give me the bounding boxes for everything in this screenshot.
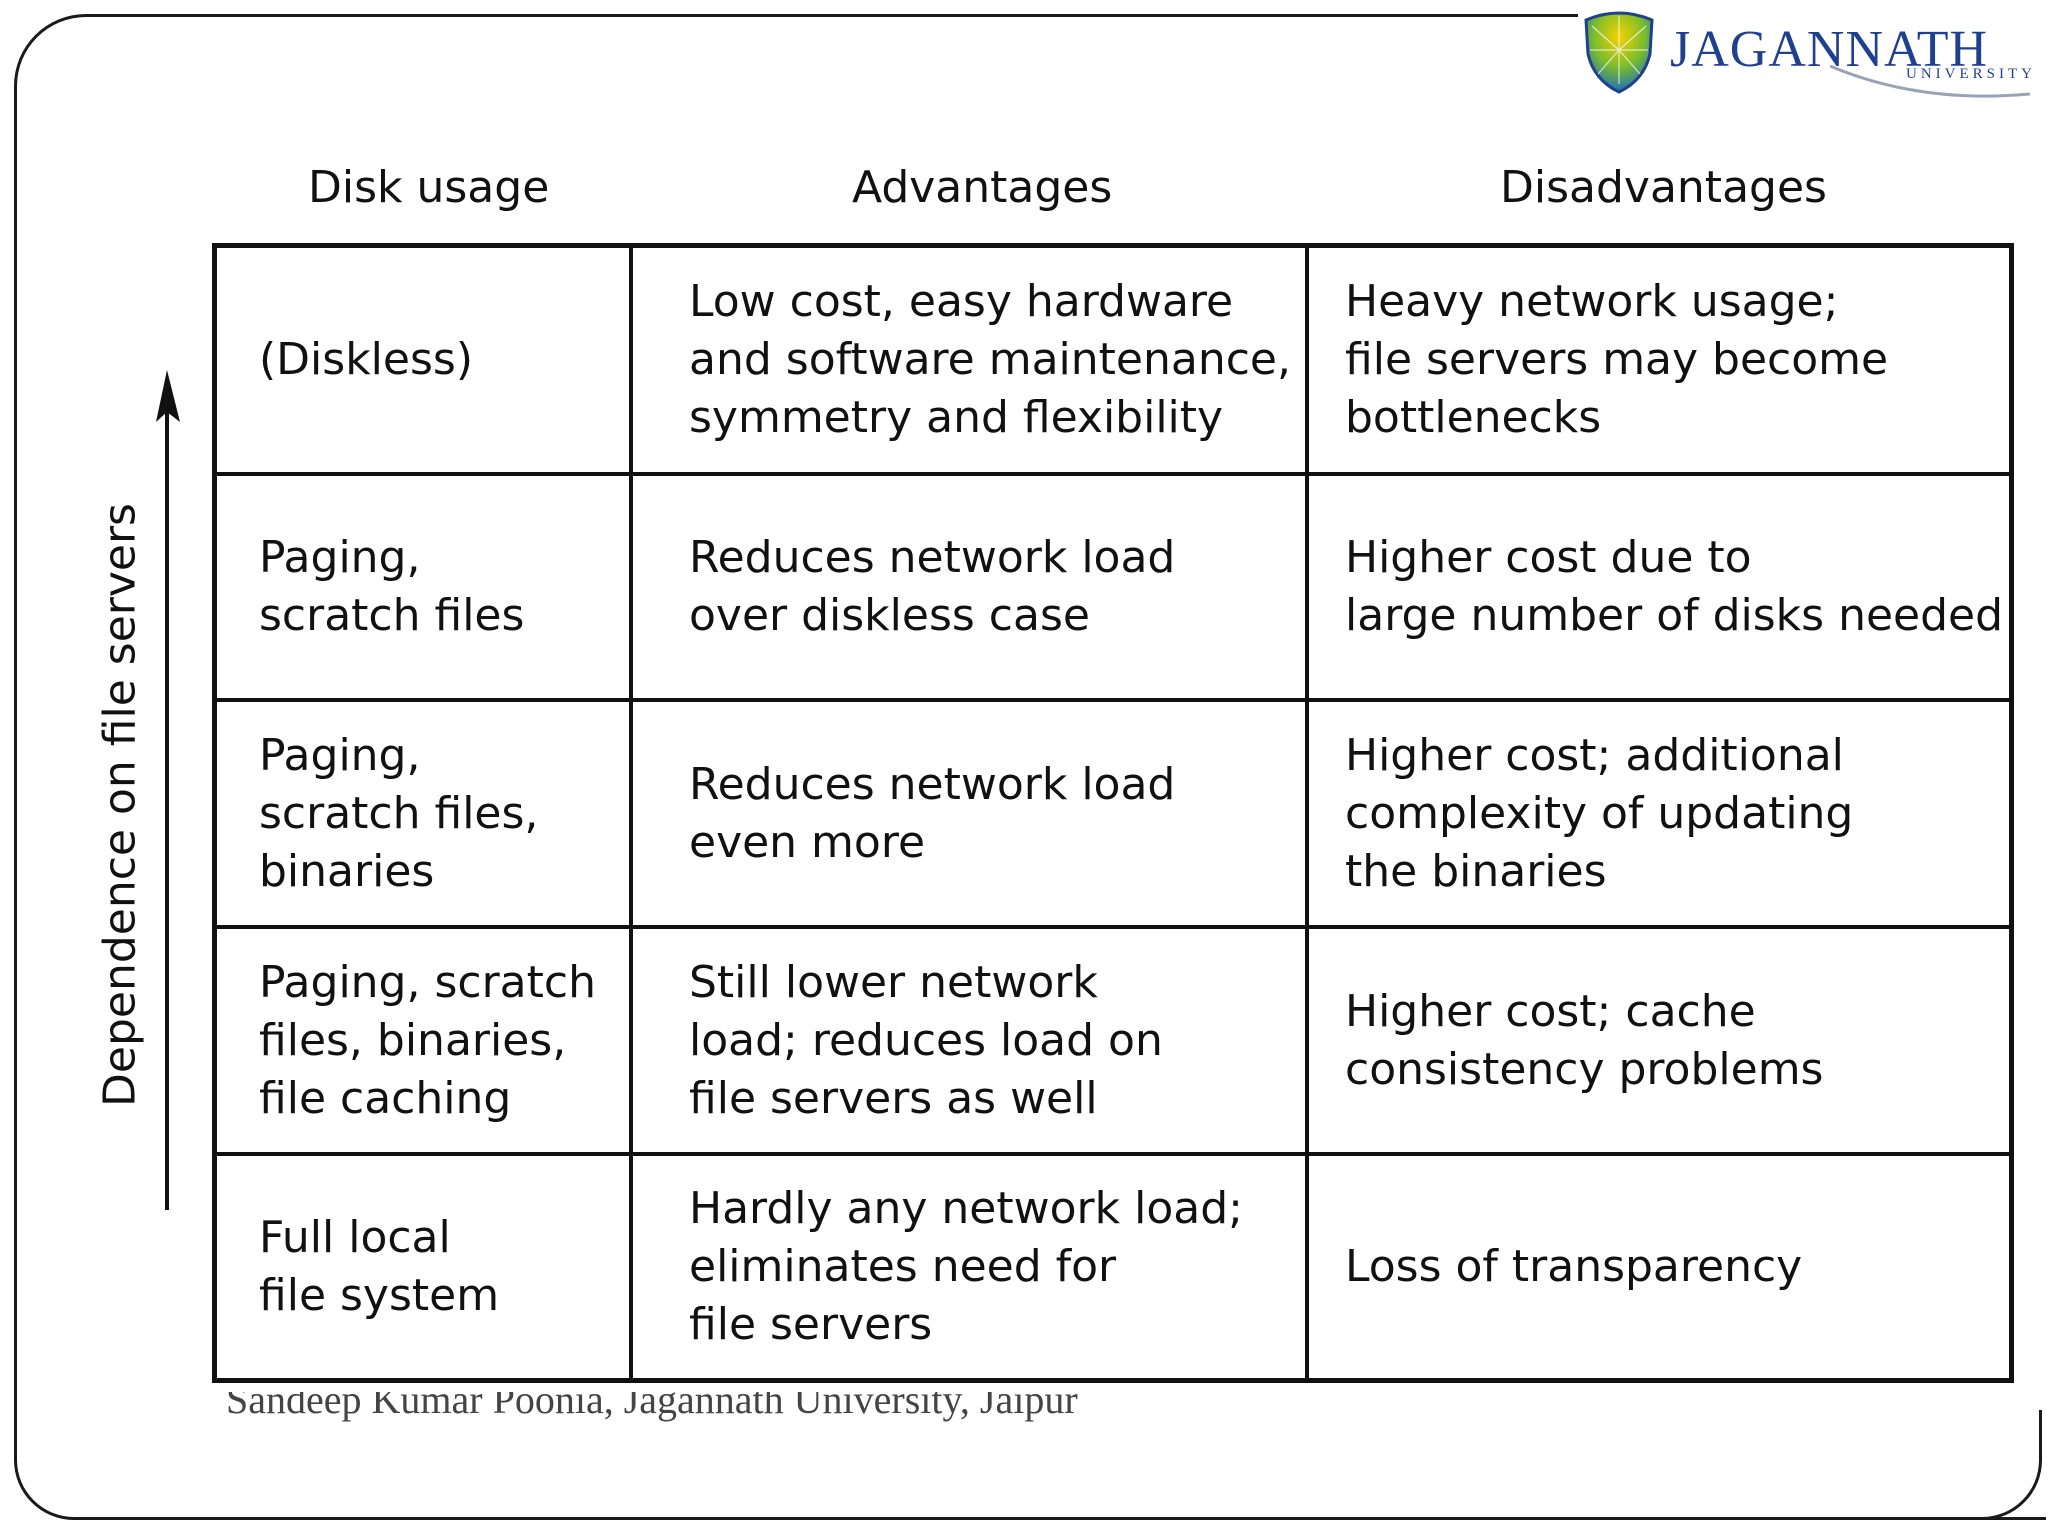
header-disadvantages: Disadvantages [1500,162,1827,213]
cell-advantages: Still lower network load; reduces load o… [633,929,1309,1156]
cell-disadvantages: Heavy network usage; file servers may be… [1309,248,2009,476]
axis-label: Dependence on file servers [94,503,146,1107]
footer-credit-text: Sandeep Kumar Poonia, Jagannath Universi… [226,1392,1078,1422]
frame-gap [1578,0,2048,40]
cell-disk-usage: (Diskless) [217,248,633,476]
cell-disadvantages: Higher cost; additional complexity of up… [1309,702,2009,929]
disk-usage-table: (Diskless) Low cost, easy hardware and s… [212,243,2014,1383]
cell-disadvantages: Higher cost; cache consistency problems [1309,929,2009,1156]
logo-subtitle: UNIVERSITY [1906,66,2036,82]
cell-disadvantages: Higher cost due to large number of disks… [1309,476,2009,702]
university-logo: JAGANNATH UNIVERSITY [1580,6,2040,101]
footer-credit: Sandeep Kumar Poonia, Jagannath Universi… [226,1392,1078,1426]
cell-disk-usage: Paging, scratch files, binaries [217,702,633,929]
cell-disadvantages: Loss of transparency [1345,1241,1803,1292]
cell-advantages: Low cost, easy hardware and software mai… [633,248,1309,476]
slide-frame [14,14,2046,1520]
logo-wordmark: JAGANNATH [1670,21,1989,78]
cell-disk-usage: Paging, scratch files, binaries, file ca… [217,929,633,1156]
cell-advantages: Hardly any network load; eliminates need… [633,1156,1309,1378]
cell-disk-usage: Paging, scratch files [217,476,633,702]
cell-advantages: Reduces network load over diskless case [633,476,1309,702]
cell-disk-usage: Full local file system [217,1156,633,1378]
shield-icon [1584,11,1654,94]
cell-advantages: Reduces network load even more [633,702,1309,929]
header-disk-usage: Disk usage [308,162,550,213]
up-arrow-icon [156,370,180,1210]
header-advantages: Advantages [852,162,1113,213]
swoosh-icon [1830,64,2030,98]
